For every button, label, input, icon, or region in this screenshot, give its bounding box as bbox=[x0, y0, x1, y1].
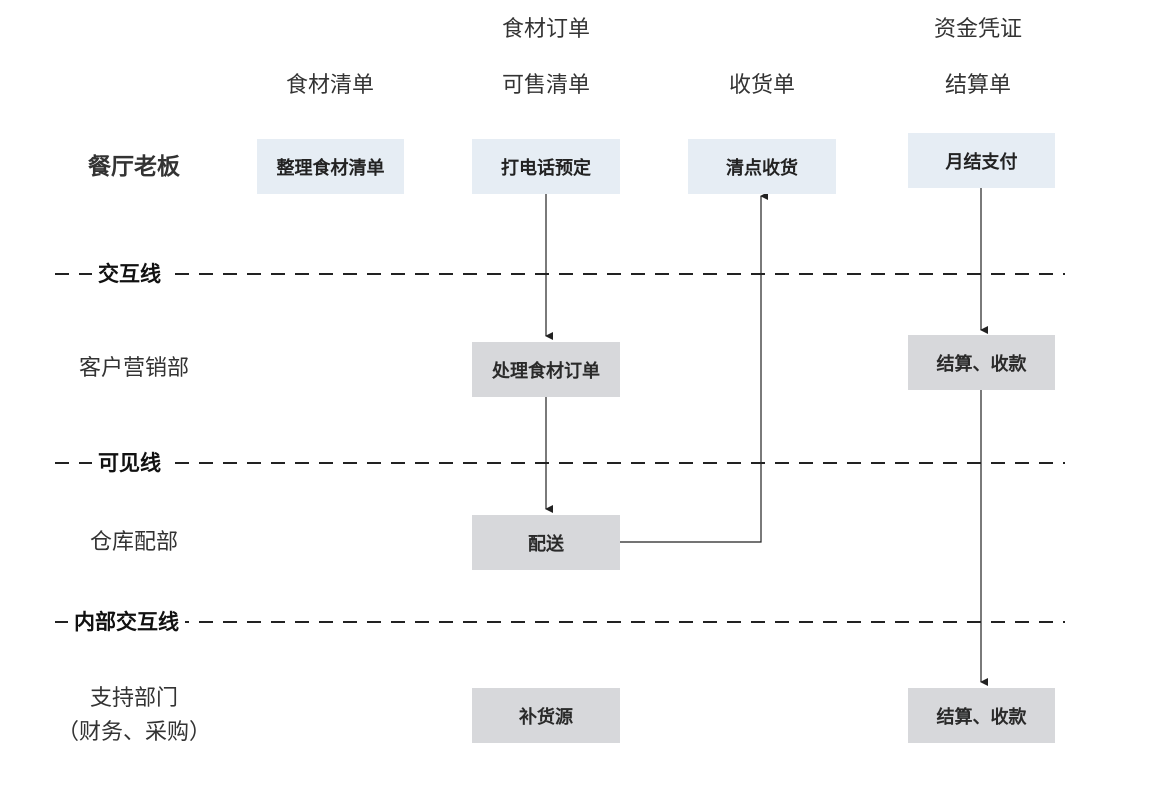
step-settle-collect-support: 结算、收款 bbox=[908, 688, 1055, 743]
step-phone-order: 打电话预定 bbox=[472, 139, 620, 194]
label-internal-line: 内部交互线 bbox=[68, 608, 185, 636]
header-food-list: 食材清单 bbox=[285, 73, 374, 98]
header-sale-list: 可售清单 bbox=[501, 73, 590, 98]
role-support-detail: （财务、采购） bbox=[56, 720, 211, 745]
step-process-food-order: 处理食材订单 bbox=[472, 342, 620, 397]
step-settle-collect: 结算、收款 bbox=[908, 335, 1055, 390]
header-food-order: 食材订单 bbox=[501, 17, 590, 42]
arrow-deliver-to-receive bbox=[620, 192, 768, 543]
label-interaction-line: 交互线 bbox=[92, 260, 167, 288]
role-support: 支持部门 bbox=[89, 686, 178, 711]
role-marketing: 客户营销部 bbox=[78, 356, 189, 381]
step-check-receive: 清点收货 bbox=[688, 139, 836, 194]
step-restock: 补货源 bbox=[472, 688, 620, 743]
step-deliver: 配送 bbox=[472, 515, 620, 570]
step-monthly-pay: 月结支付 bbox=[908, 133, 1055, 188]
role-restaurant-boss: 餐厅老板 bbox=[88, 154, 180, 180]
label-visibility-line: 可见线 bbox=[92, 449, 167, 477]
header-statement: 结算单 bbox=[944, 73, 1011, 98]
role-warehouse: 仓库配部 bbox=[89, 530, 178, 555]
header-receipt: 收货单 bbox=[728, 73, 795, 98]
header-fund-voucher: 资金凭证 bbox=[933, 17, 1022, 42]
step-prepare-food-list: 整理食材清单 bbox=[257, 139, 404, 194]
